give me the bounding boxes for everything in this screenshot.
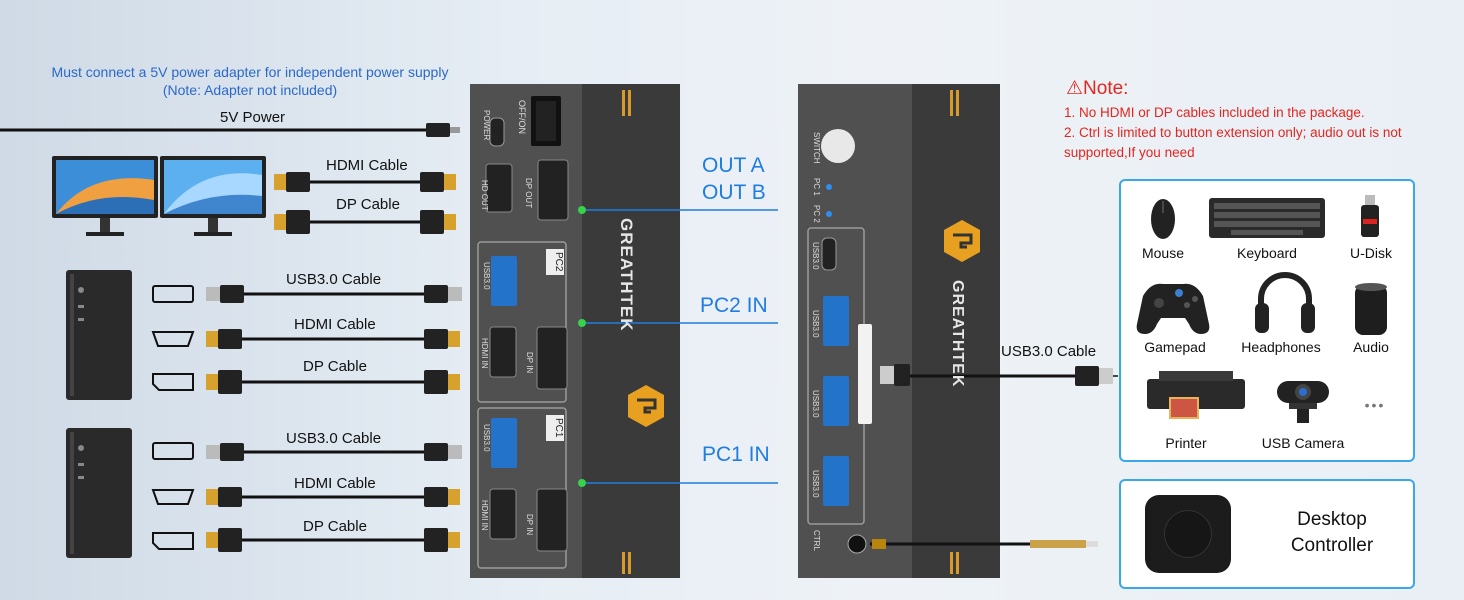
usb-port-icon [152, 285, 194, 303]
label-pc1-led: PC 1 [812, 178, 821, 196]
gamepad-icon [1136, 283, 1210, 334]
dp-port-icon [152, 373, 194, 391]
note-line-1: 1. No HDMI or DP cables included in the … [1064, 105, 1365, 120]
power-note: Must connect a 5V power adapter for inde… [51, 64, 449, 98]
speaker-icon [1355, 283, 1387, 335]
warning-icon: ⚠ [1066, 78, 1084, 99]
desktop-controller-panel: Desktop Controller [1119, 479, 1415, 589]
switch-button-icon [821, 129, 855, 163]
device-u-disk: U-Disk [1350, 245, 1392, 261]
camera-icon [1277, 381, 1329, 423]
label-usb30: USB3.0 [811, 310, 820, 338]
headphones-icon [1255, 272, 1315, 333]
usb-port-icon [152, 442, 194, 460]
monitor-icon [52, 156, 158, 236]
label-usb-cable: USB3.0 Cable [286, 271, 382, 288]
label-pc2-badge: PC2 [546, 249, 564, 275]
label-dp-cable: DP Cable [303, 358, 367, 375]
label-hdmi-in: HDMI IN [480, 338, 489, 369]
usb-devices-panel: Mouse Keyboard U-Disk Gamepad Headphones… [1119, 179, 1415, 462]
monitor-icon [160, 156, 266, 236]
label-dp-cable: DP Cable [303, 518, 367, 535]
label-hdmi-in: HDMI IN [480, 500, 489, 531]
device-mouse: Mouse [1141, 245, 1185, 261]
device-headphones: Headphones [1241, 339, 1321, 355]
note-line-2: 2. Ctrl is limited to button extension o… [1064, 125, 1402, 160]
controller-icon [1145, 495, 1231, 573]
label-power-port: POWER [482, 110, 491, 141]
devices-icons [1136, 195, 1387, 423]
note-heading: ⚠Note: [1066, 78, 1129, 99]
label-5v-power: 5V Power [220, 109, 286, 126]
label-dp-cable: DP Cable [336, 196, 400, 213]
device-printer: Printer [1165, 435, 1207, 451]
port-pc1-in: PC1 IN [702, 443, 770, 466]
label-usb30: USB3.0 [811, 242, 820, 270]
label-dp-out: DP OUT [524, 178, 533, 209]
label-hd-out: HD OUT [480, 180, 489, 211]
label-usb30: USB3.0 [811, 390, 820, 418]
port-pc2-in: PC2 IN [700, 294, 768, 317]
label-pc1-badge: PC1 [546, 415, 564, 441]
controller-label: Desktop Controller [1290, 509, 1374, 556]
port-out-b: OUT B [702, 181, 766, 204]
printer-icon [1147, 371, 1245, 419]
label-usb-cable-right: USB3.0 Cable [1001, 343, 1097, 360]
brand-logo-icon [944, 220, 980, 262]
port-out-a: OUT A [702, 154, 765, 177]
device-keyboard: Keyboard [1237, 245, 1297, 261]
label-hdmi-cable: HDMI Cable [294, 316, 376, 333]
label-hdmi-cable: HDMI Cable [294, 475, 376, 492]
brand-logo-icon [628, 385, 664, 427]
more-devices-icon: ••• [1364, 397, 1386, 413]
label-hdmi-cable: HDMI Cable [326, 157, 408, 174]
label-pc2-led: PC 2 [812, 205, 821, 223]
brand-name-front: GREATHTEK [617, 218, 636, 332]
label-off-on: OFF/ON [517, 100, 527, 134]
keyboard-icon [1209, 198, 1325, 238]
label-dp-in: DP IN [525, 352, 534, 374]
mouse-icon [1151, 199, 1175, 239]
pc-tower-icon [66, 270, 132, 400]
label-dp-in: DP IN [525, 514, 534, 536]
label-usb30: USB3.0 [811, 470, 820, 498]
label-switch: SWITCH [812, 132, 821, 164]
device-audio: Audio [1353, 339, 1389, 355]
kvm-front-unit [470, 84, 778, 578]
label-usb30: USB3.0 [482, 424, 491, 452]
dp-port-icon [152, 532, 194, 550]
power-plug [426, 123, 450, 137]
label-ctrl: CTRL [812, 530, 821, 551]
label-usb30: USB3.0 [482, 262, 491, 290]
brand-name-back: GREATHTEK [949, 280, 966, 388]
label-usb-cable: USB3.0 Cable [286, 430, 382, 447]
device-usb-camera: USB Camera [1261, 435, 1345, 451]
pc-tower-icon [66, 428, 132, 558]
hdmi-port-icon [151, 489, 195, 505]
device-gamepad: Gamepad [1144, 339, 1206, 355]
hdmi-port-icon [151, 331, 195, 347]
kvm-back-unit [798, 84, 1000, 578]
usb-disk-icon [1361, 195, 1379, 237]
